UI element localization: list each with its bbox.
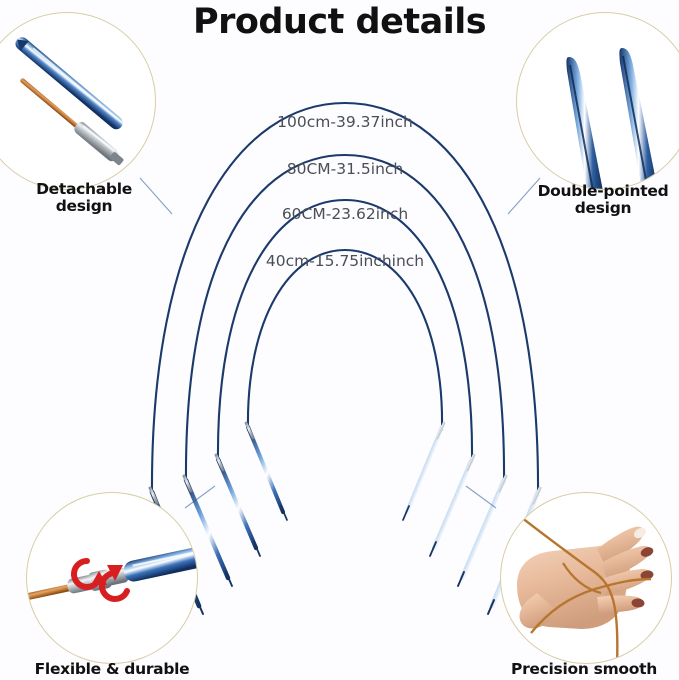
hand-with-cable-icon (502, 502, 654, 663)
size-label-60cm: 60CM-23.62inch (281, 205, 409, 223)
needle-arc-40cm (244, 248, 446, 521)
callout-precision-smooth (500, 492, 672, 664)
double-pointed-needle-icon (566, 48, 658, 189)
rotating-joint-icon (27, 547, 197, 602)
callout-ring-double-pointed (516, 12, 679, 190)
size-label-100cm: 100cm-39.37inch (277, 113, 413, 131)
callout-ring-detachable (0, 12, 156, 190)
page-title: Product details (192, 2, 487, 42)
callout-ring-flexible (26, 492, 198, 664)
callout-label-double-pointed: Double-pointed design (537, 182, 669, 218)
size-label-40cm: 40cm-15.75inchinch (265, 252, 425, 270)
size-label-80cm: 80CM-31.5inch (286, 160, 404, 178)
needle-arc-100cm (148, 101, 542, 615)
callout-label-flexible: Flexible & durable (34, 660, 190, 678)
callout-label-detachable: Detachable design (36, 180, 132, 216)
callout-detachable-design (0, 12, 156, 190)
callout-flexible-durable (26, 492, 198, 664)
callout-ring-precision (500, 492, 672, 664)
callout-double-pointed-design (516, 12, 679, 190)
callout-label-precision: Precision smooth (511, 660, 657, 678)
detachable-needle-icon (15, 37, 124, 166)
